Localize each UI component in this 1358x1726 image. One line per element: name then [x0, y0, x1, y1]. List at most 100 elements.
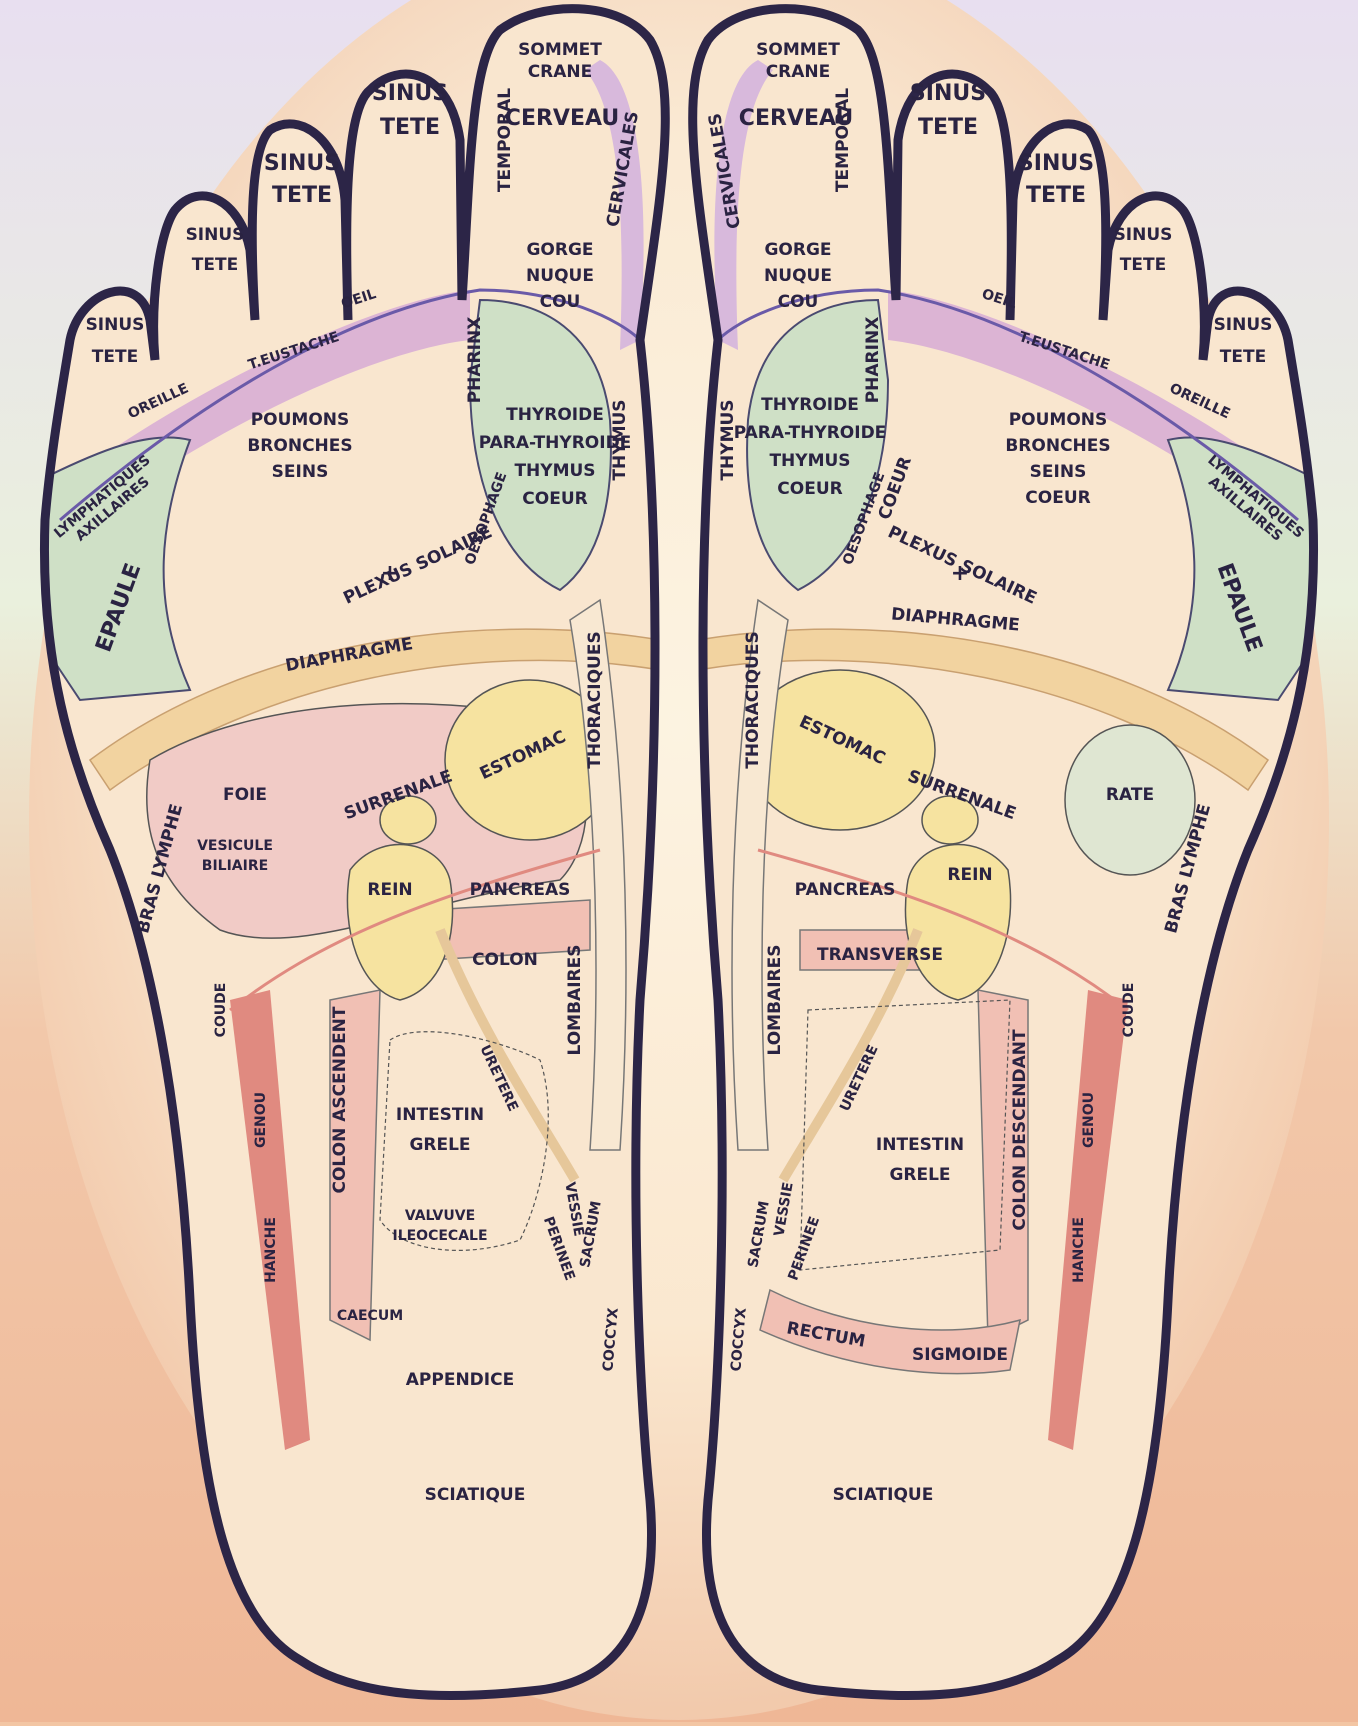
right-label-rate-line: RATE [1106, 785, 1154, 805]
left-label-intestin-line: INTESTIN [396, 1105, 484, 1125]
right-label-thyroide-line: PARA-THYROIDE [734, 423, 887, 443]
right-label-toe5-line: SINUS [1214, 315, 1273, 335]
left-label-colon: COLON [472, 950, 538, 970]
left-colon-asc-zone [329, 989, 381, 1342]
left-label-coude: COUDE [213, 983, 229, 1038]
left-label-coccyx: COCCYX [600, 1307, 622, 1372]
left-label-coccyx-line: COCCYX [600, 1307, 622, 1372]
right-rate-zone [1064, 724, 1196, 876]
left-label-pharinx-line: PHARINX [465, 317, 485, 404]
right-label-pharinx-line: PHARINX [863, 317, 883, 404]
left-label-poumons-line: POUMONS [251, 410, 350, 430]
right-label-thymus-spine: THYMUS [718, 399, 738, 480]
right-label-thymus-spine-line: THYMUS [718, 399, 738, 480]
left-label-toe2-line: TETE [380, 115, 440, 140]
left-label-valvule-line: VALVUVE [405, 1208, 475, 1224]
left-label-pancreas: PANCREAS [470, 880, 571, 900]
right-label-temporal: TEMPORAL [833, 88, 853, 192]
right-label-hanche: HANCHE [1071, 1217, 1087, 1283]
left-label-pharinx: PHARINX [465, 317, 485, 404]
left-label-vesicule-line: VESICULE [197, 838, 273, 854]
right-label-coude: COUDE [1121, 983, 1137, 1038]
left-label-intestin: INTESTIN GRELE [396, 1105, 484, 1155]
left-label-gorge-line: NUQUE [526, 266, 594, 286]
right-purple-line [716, 288, 1299, 522]
left-label-poumons-line: SEINS [272, 462, 329, 482]
right-label-intestin-line: INTESTIN [876, 1135, 964, 1155]
left-label-rein: REIN [367, 880, 412, 900]
left-label-colon-asc-line: COLON ASCENDENT [330, 1006, 350, 1193]
right-label-transverse-line: TRANSVERSE [817, 945, 943, 965]
left-thyroide-zone [468, 298, 612, 592]
left-label-plus-line: + [381, 561, 399, 586]
left-label-toe5-line: TETE [92, 347, 138, 367]
right-label-rate: RATE [1106, 785, 1154, 805]
right-label-toe2-line: SINUS [910, 81, 986, 106]
left-label-caecum: CAECUM [337, 1308, 403, 1324]
left-label-toe2-line: SINUS [372, 81, 448, 106]
right-label-thyroide-line: THYROIDE [761, 395, 859, 415]
right-label-pharinx: PHARINX [863, 317, 883, 404]
right-label-intestin: INTESTIN GRELE [876, 1135, 964, 1185]
left-label-colon-asc: COLON ASCENDENT [330, 1006, 350, 1193]
left-label-gorge-line: GORGE [526, 240, 593, 260]
right-label-thoraciques-line: THORACIQUES [743, 631, 763, 768]
right-label-hanche-line: HANCHE [1071, 1217, 1087, 1283]
right-rein-zone [904, 843, 1012, 1001]
left-label-plus: + [381, 561, 399, 586]
right-label-temporal-line: TEMPORAL [833, 88, 853, 192]
left-label-sciatique: SCIATIQUE [425, 1485, 526, 1505]
right-label-poumons-line: POUMONS [1009, 410, 1108, 430]
right-red-line [757, 848, 1129, 1012]
left-cervicales-band [585, 60, 644, 350]
left-intestin-outline [379, 1031, 549, 1251]
left-label-intestin-line: GRELE [409, 1135, 470, 1155]
left-label-vesicule: VESICULE BILIAIRE [197, 838, 273, 874]
right-label-poumons-line: COEUR [1025, 488, 1090, 508]
left-label-coude-line: COUDE [213, 983, 229, 1038]
left-label-poumons-line: BRONCHES [247, 436, 352, 456]
right-label-toe5-line: TETE [1220, 347, 1266, 367]
right-label-rein: REIN [947, 865, 992, 885]
left-label-hanche-line: HANCHE [263, 1217, 279, 1283]
left-label-toe1-line: CRANE [528, 62, 593, 82]
right-label-coccyx-line: COCCYX [728, 1307, 750, 1372]
right-rectum-zone [759, 1288, 1021, 1375]
right-label-gorge-line: GORGE [764, 240, 831, 260]
left-label-temporal-line: TEMPORAL [495, 88, 515, 192]
left-label-vesicule-line: BILIAIRE [202, 858, 268, 874]
right-label-intestin-line: GRELE [889, 1165, 950, 1185]
right-label-toe5: SINUS TETE [1214, 315, 1273, 367]
right-uretere-line [778, 928, 923, 1183]
left-label-poumons: POUMONS BRONCHES SEINS [247, 410, 352, 482]
right-label-toe1-line: SOMMET [756, 40, 840, 60]
right-label-lombaires-line: LOMBAIRES [765, 945, 785, 1056]
right-label-genou-line: GENOU [1081, 1092, 1097, 1148]
left-label-gorge-line: COU [540, 292, 581, 312]
right-label-toe3-line: SINUS [1018, 151, 1094, 176]
left-label-thoraciques: THORACIQUES [585, 631, 605, 768]
right-hanche-band [1048, 990, 1128, 1450]
right-label-pancreas: PANCREAS [795, 880, 896, 900]
left-label-appendice: APPENDICE [406, 1370, 514, 1390]
left-label-genou-line: GENOU [253, 1092, 269, 1148]
right-foot-outline [688, 4, 1319, 1701]
right-spine [731, 598, 789, 1151]
left-label-toe4-line: SINUS [186, 225, 245, 245]
left-label-temporal: TEMPORAL [495, 88, 515, 192]
right-label-poumons-line: SEINS [1030, 462, 1087, 482]
right-label-gorge-line: COU [778, 292, 819, 312]
left-rein-zone [346, 843, 454, 1001]
right-label-sciatique-line: SCIATIQUE [833, 1485, 934, 1505]
right-label-thyroide-line: THYMUS [769, 451, 850, 471]
